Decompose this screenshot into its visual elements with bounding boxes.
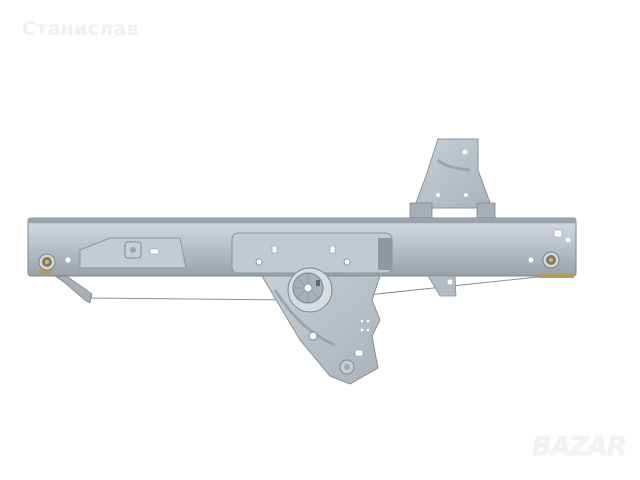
cable-drum: [287, 267, 333, 313]
main-rail: [27, 217, 577, 277]
lower-tab: [427, 275, 457, 297]
upper-bracket: [409, 138, 496, 220]
bazar-logo-watermark: BAZAR: [532, 432, 627, 462]
mechanism-plate: [261, 275, 381, 385]
right-pulley: [538, 251, 574, 278]
seller-watermark: Станислав: [22, 18, 139, 40]
left-pulley: [38, 253, 56, 274]
